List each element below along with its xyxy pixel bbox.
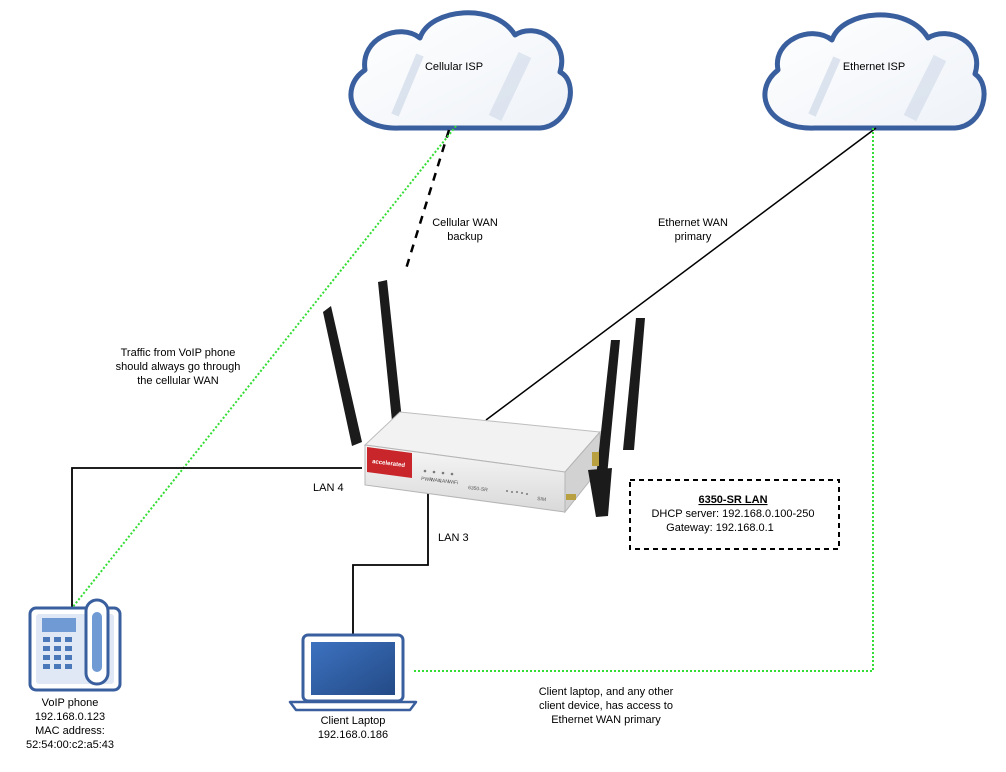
antenna-icon [594, 340, 620, 497]
voip-phone-mac: 52:54:00:c2:a5:43 [26, 739, 114, 751]
voip-phone-name: VoIP phone [42, 697, 99, 709]
router-model: 6350-SR [468, 485, 489, 493]
cellular-wan-label-line2: backup [447, 231, 482, 243]
router-brand: accelerated [372, 459, 406, 469]
antenna-icon [323, 306, 362, 446]
cellular-isp-label: Cellular ISP [425, 61, 483, 73]
voip-cellular-path [71, 125, 457, 609]
ethernet-wan-label-line2: primary [675, 231, 712, 243]
antenna-icon [623, 318, 645, 450]
client-note-line1: Client laptop, and any other [539, 686, 674, 698]
ethernet-isp-cloud: Ethernet ISP [762, 12, 987, 131]
lan3-label: LAN 3 [438, 532, 469, 544]
lan3-cable [352, 486, 429, 635]
voip-phone-ip: 192.168.0.123 [35, 711, 105, 723]
antenna-connector [592, 452, 599, 466]
lan-box-gateway: Gateway: 192.168.0.1 [666, 522, 774, 534]
antenna-icon [378, 280, 402, 421]
port-label-wan: WAN [430, 477, 443, 484]
lan-box-title: 6350-SR LAN [698, 494, 767, 506]
ethernet-wan-label-line1: Ethernet WAN [658, 217, 728, 229]
voip-note-line3: the cellular WAN [137, 375, 219, 387]
voip-note-line2: should always go through [116, 361, 241, 373]
cellular-isp-cloud: Cellular ISP [348, 10, 573, 131]
lan-info-box: 6350-SR LAN DHCP server: 192.168.0.100-2… [629, 479, 840, 550]
ethernet-wan-link [485, 127, 877, 421]
antenna-icon [588, 468, 612, 517]
lan-box-dhcp: DHCP server: 192.168.0.100-250 [651, 508, 814, 520]
cellular-wan-link [403, 129, 451, 273]
ethernet-isp-label: Ethernet ISP [843, 61, 905, 73]
laptop-ip: 192.168.0.186 [318, 729, 388, 741]
cellular-wan-label-line1: Cellular WAN [432, 217, 498, 229]
client-note-line2: client device, has access to [539, 700, 673, 712]
lan4-cable [71, 467, 362, 608]
laptop-name: Client Laptop [321, 715, 386, 727]
port-label-wifi: WiFi [448, 479, 459, 486]
laptop-ethernet-path [414, 128, 874, 672]
voip-phone-mac-label: MAC address: [35, 725, 105, 737]
client-note-line3: Ethernet WAN primary [551, 714, 661, 726]
antenna-connector [566, 494, 576, 500]
port-label-pwr: PWR [421, 476, 434, 483]
voip-note-line1: Traffic from VoIP phone [121, 347, 236, 359]
sim-label: SIM [537, 496, 547, 503]
lan4-label: LAN 4 [313, 482, 344, 494]
router-6350-sr: accelerated PWR WAN LAN WiFi 6350-SR SIM [323, 280, 645, 517]
client-laptop-icon [288, 633, 418, 712]
voip-phone-icon [28, 598, 122, 692]
port-label-lan: LAN [439, 478, 450, 485]
